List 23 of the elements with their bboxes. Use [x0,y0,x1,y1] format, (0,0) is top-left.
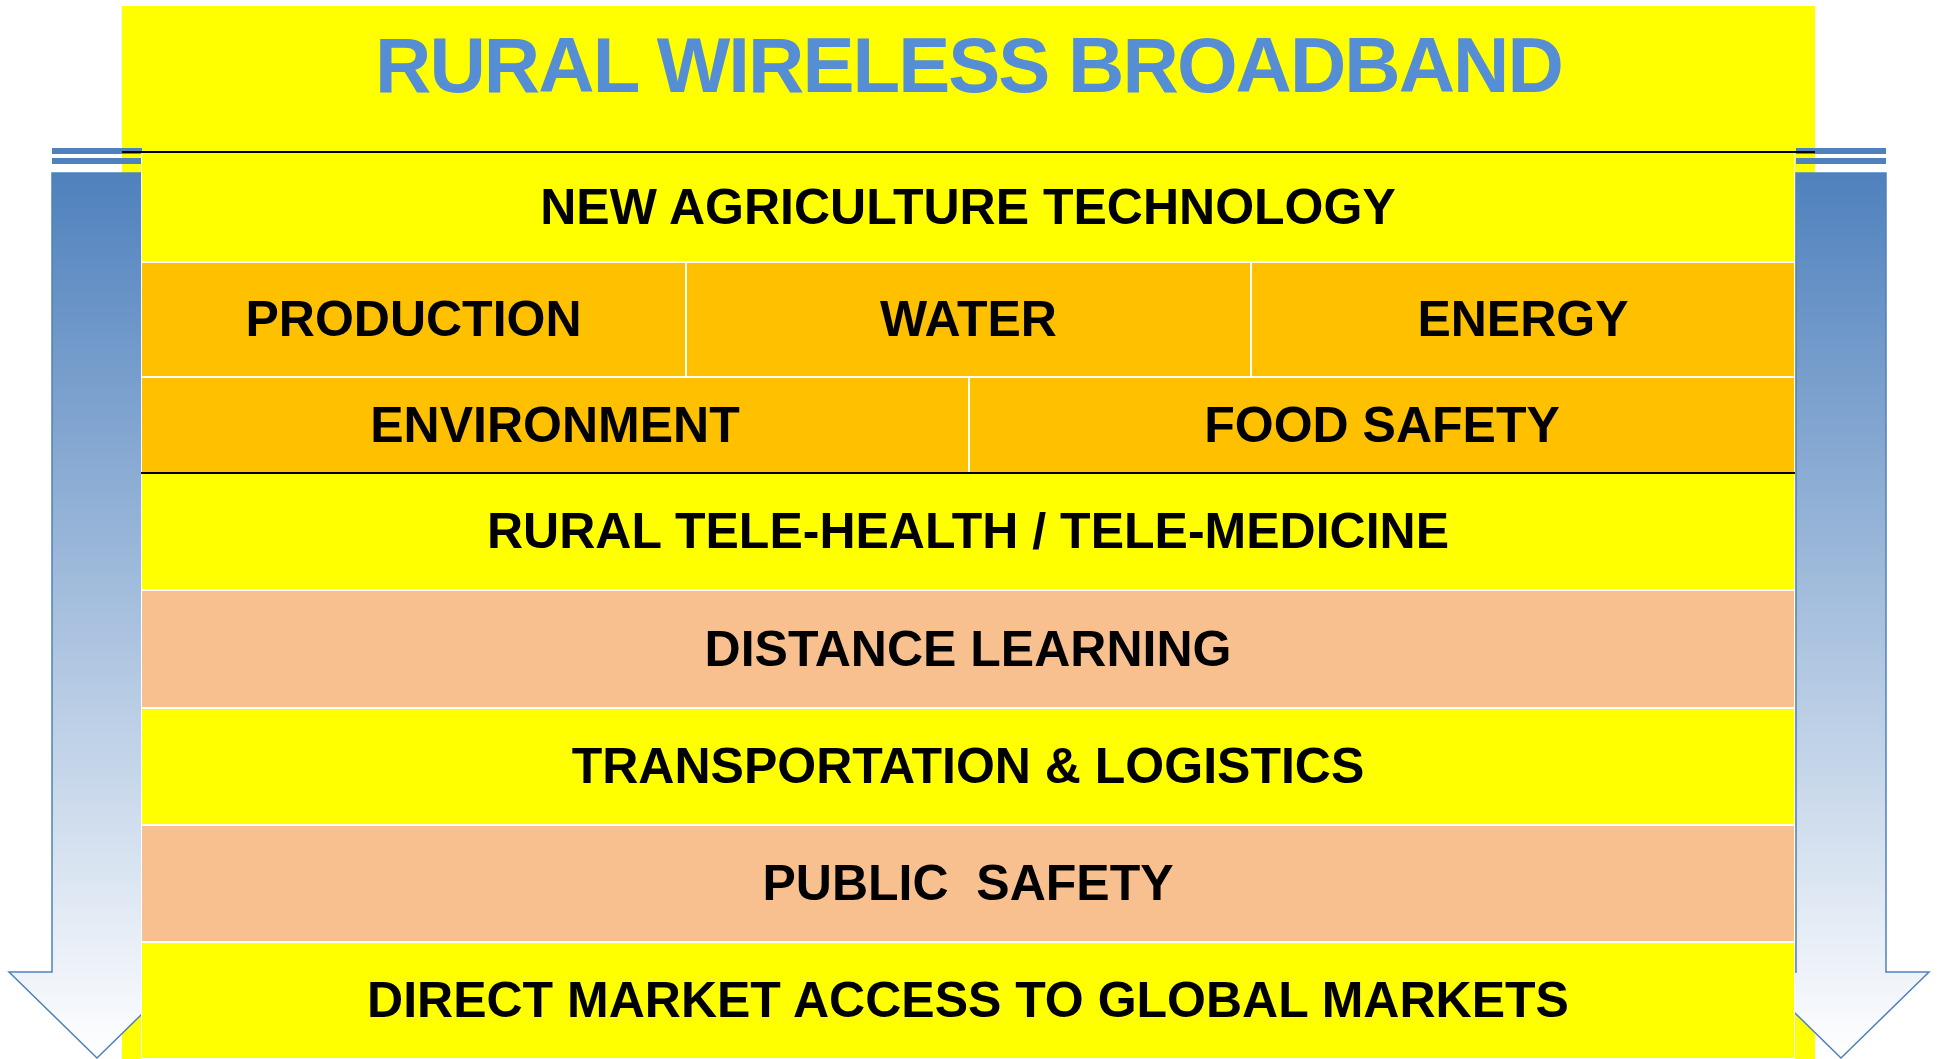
category-label: RURAL TELE-HEALTH / TELE-MEDICINE [487,502,1449,562]
category-band [969,377,1795,473]
category-label: NEW AGRICULTURE TECHNOLOGY [540,177,1396,237]
category-label: ENERGY [1417,290,1629,350]
category-label: TRANSPORTATION & LOGISTICS [571,737,1365,797]
category-label: WATER [880,290,1057,350]
category-band [1251,262,1795,377]
title: RURAL WIRELESS BROADBAND [374,26,1563,104]
category-label: PUBLIC SAFETY [762,854,1174,914]
category-band [686,262,1251,377]
category-band [141,473,1795,590]
category-label: FOOD SAFETY [1204,395,1560,455]
category-band [141,377,969,473]
category-label: ENVIRONMENT [370,395,740,455]
category-label: DISTANCE LEARNING [704,619,1232,679]
category-band [141,708,1795,825]
category-band [141,942,1795,1059]
category-band [141,262,686,377]
category-label: DIRECT MARKET ACCESS TO GLOBAL MARKETS [367,971,1569,1031]
category-band [141,590,1795,708]
category-label: PRODUCTION [245,290,582,350]
category-band [141,825,1795,942]
category-band [141,152,1795,262]
